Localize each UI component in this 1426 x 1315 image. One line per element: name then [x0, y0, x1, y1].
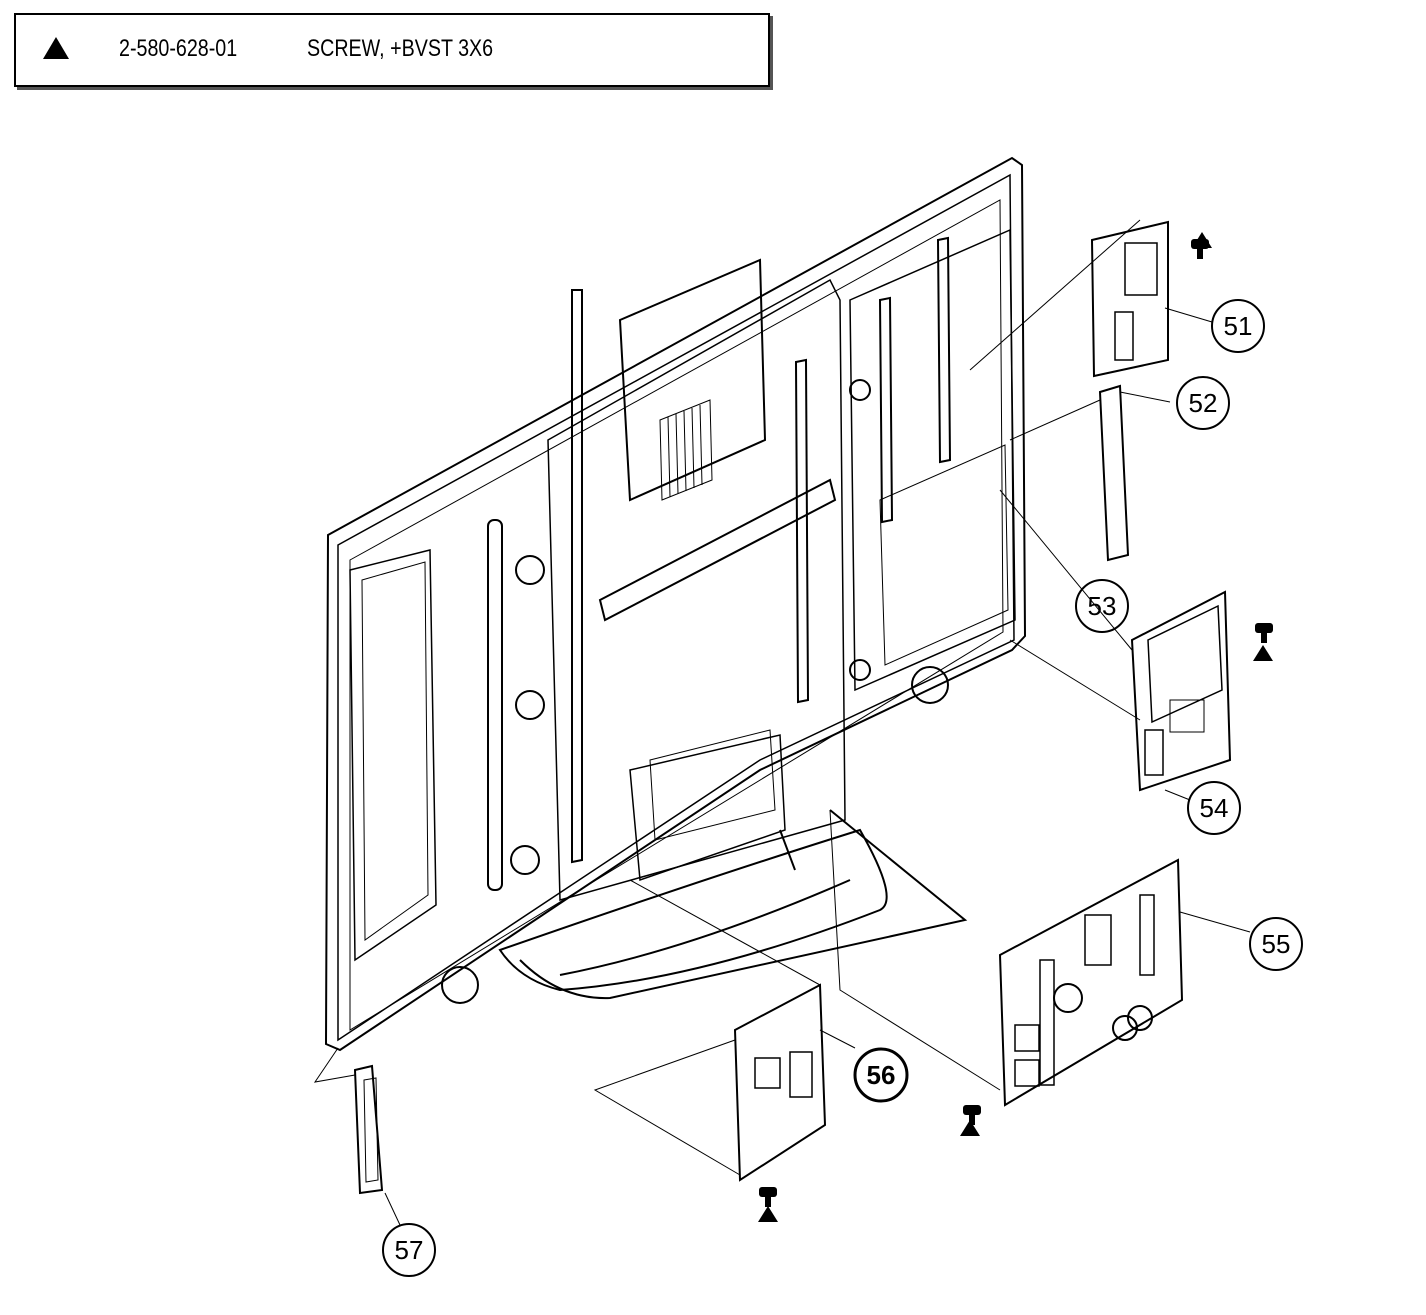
board-53-54	[999, 489, 1232, 801]
tv-rear-panel	[324, 156, 1027, 1052]
legend-box: 2-580-628-01 SCREW, +BVST 3X6	[14, 13, 770, 87]
screw-56	[759, 1187, 777, 1207]
screws	[759, 239, 1273, 1207]
legend-description: SCREW, +BVST 3X6	[307, 35, 494, 62]
callout-53: 53	[1088, 591, 1117, 621]
callout-56: 56	[867, 1060, 896, 1090]
callout-circle-54	[1187, 781, 1241, 835]
callout-51: 51	[1224, 311, 1253, 341]
callout-circle-56	[853, 1047, 909, 1103]
callout-52: 52	[1189, 388, 1218, 418]
callout-circle-55	[1249, 917, 1303, 971]
callout-circle-52	[1176, 376, 1230, 430]
board-56	[593, 879, 856, 1182]
screw-55	[963, 1105, 981, 1125]
legend-part-number: 2-580-628-01	[119, 35, 238, 62]
board-55	[829, 809, 1251, 1107]
part-57	[313, 1047, 401, 1226]
callout-55: 55	[1262, 929, 1291, 959]
triangle-icon	[758, 1206, 778, 1222]
screw-53	[1255, 623, 1273, 643]
callout-54: 54	[1200, 793, 1229, 823]
callout-circle-53	[1075, 579, 1129, 633]
board-52	[1009, 384, 1171, 562]
screw-triangles	[758, 232, 1273, 1222]
callout-circle-57	[382, 1223, 436, 1277]
triangle-icon	[1253, 645, 1273, 661]
callout-57: 57	[395, 1235, 424, 1265]
safety-triangle-icon	[43, 37, 69, 59]
callout-circle-51	[1211, 299, 1265, 353]
board-51	[969, 219, 1213, 378]
triangle-icon	[1192, 232, 1212, 248]
triangle-icon	[960, 1120, 980, 1136]
